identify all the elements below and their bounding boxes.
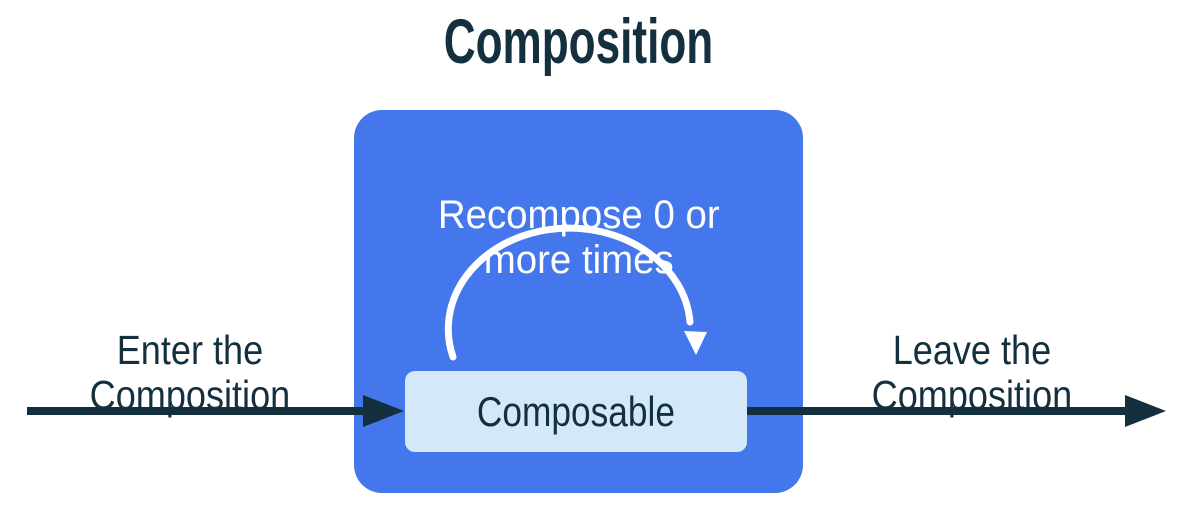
composable-box: Composable [405, 371, 747, 452]
enter-label-text: Enter the Composition [89, 327, 291, 418]
composable-label: Composable [476, 387, 676, 435]
diagram-title: Composition [354, 11, 803, 74]
recompose-label: Recompose 0 or more times [354, 148, 803, 283]
enter-label: Enter the Composition [30, 283, 350, 418]
recompose-label-text: Recompose 0 or more times [437, 193, 720, 282]
diagram-title-text: Composition [443, 7, 714, 77]
leave-label: Leave the Composition [812, 283, 1132, 418]
leave-label-text: Leave the Composition [871, 327, 1073, 418]
